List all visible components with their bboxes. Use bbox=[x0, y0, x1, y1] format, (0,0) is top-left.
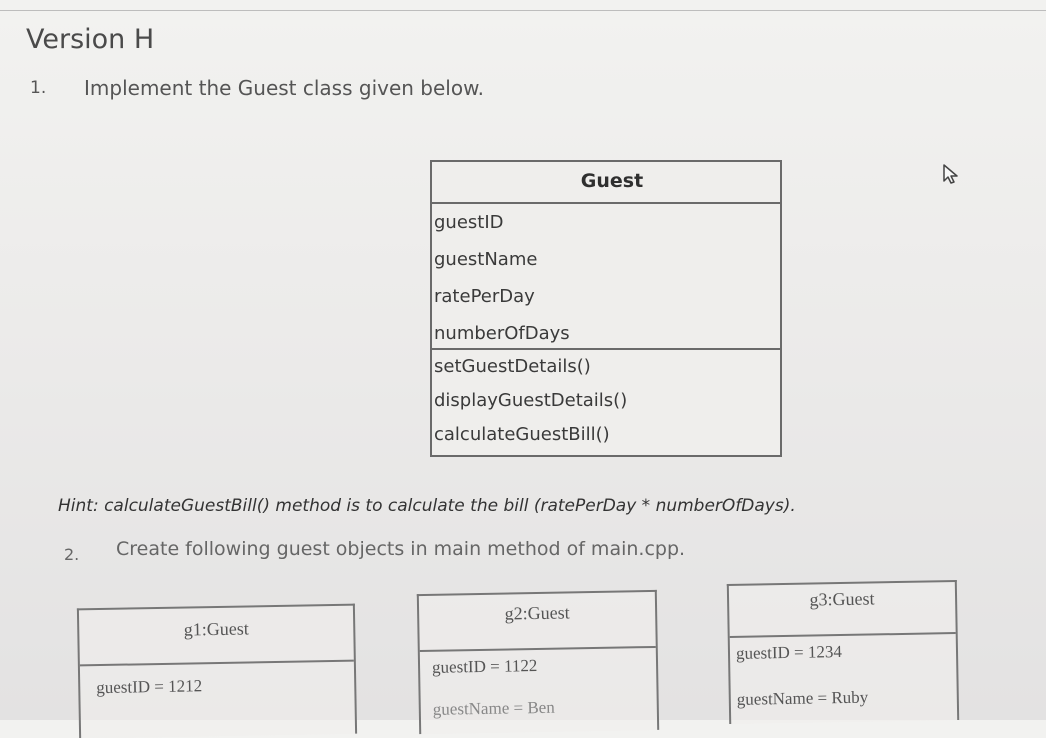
question-2-number: 2. bbox=[64, 545, 80, 564]
question-2-text: Create following guest objects in main m… bbox=[116, 538, 686, 560]
object-box-g1: g1:Guest guestID = 1212 bbox=[76, 603, 358, 738]
uml-attribute: numberOfDays bbox=[434, 323, 570, 344]
object-header: g1:Guest bbox=[78, 605, 354, 667]
uml-attribute: ratePerDay bbox=[434, 286, 535, 307]
object-header: g2:Guest bbox=[418, 591, 656, 653]
object-header: g3:Guest bbox=[728, 582, 956, 638]
object-box-g3: g3:Guest guestID = 1234 guestName = Ruby bbox=[726, 580, 960, 724]
object-attribute: guestID = 1212 bbox=[96, 676, 203, 698]
uml-method: displayGuestDetails() bbox=[434, 390, 628, 411]
uml-method: setGuestDetails() bbox=[434, 356, 591, 377]
object-attribute: guestName = Ben bbox=[432, 697, 555, 719]
object-attribute: guestName = Ruby bbox=[736, 687, 869, 709]
page-top-rule bbox=[0, 10, 1046, 11]
uml-attributes: guestID guestName ratePerDay numberOfDay… bbox=[432, 204, 780, 350]
object-box-g2: g2:Guest guestID = 1122 guestName = Ben bbox=[416, 589, 660, 735]
object-attribute: guestID = 1122 bbox=[431, 656, 538, 677]
uml-class-name: Guest bbox=[432, 162, 780, 204]
uml-method: calculateGuestBill() bbox=[434, 424, 610, 445]
page-title: Version H bbox=[26, 24, 155, 55]
mouse-pointer-icon bbox=[943, 164, 958, 184]
uml-methods: setGuestDetails() displayGuestDetails() … bbox=[432, 350, 780, 455]
question-1-text: Implement the Guest class given below. bbox=[84, 76, 484, 100]
object-attribute: guestID = 1234 bbox=[735, 642, 843, 663]
question-1-number: 1. bbox=[30, 78, 47, 98]
uml-class-diagram: Guest guestID guestName ratePerDay numbe… bbox=[430, 160, 782, 457]
uml-attribute: guestID bbox=[434, 212, 504, 233]
uml-attribute: guestName bbox=[434, 249, 538, 270]
hint-text: Hint: calculateGuestBill() method is to … bbox=[58, 496, 796, 516]
